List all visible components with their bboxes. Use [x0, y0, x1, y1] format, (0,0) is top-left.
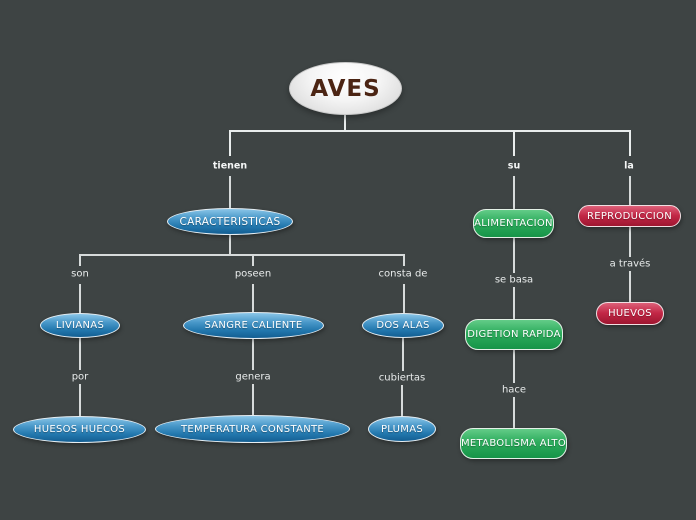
- connector-line: [403, 254, 405, 266]
- node-huesos-huecos[interactable]: HUESOS HUECOS: [13, 416, 146, 443]
- connector-line: [402, 338, 404, 371]
- node-label: SANGRE CALIENTE: [204, 320, 303, 331]
- connector-line: [629, 271, 631, 302]
- node-aves[interactable]: AVES: [289, 62, 402, 115]
- node-digetion-rapida[interactable]: DIGETION RAPIDA: [465, 319, 563, 350]
- node-label: DOS ALAS: [376, 320, 430, 331]
- node-alimentacion[interactable]: ALIMENTACION: [473, 209, 554, 238]
- node-sangre-caliente[interactable]: SANGRE CALIENTE: [183, 312, 324, 339]
- node-label: HUESOS HUECOS: [33, 424, 126, 435]
- connector-line: [79, 384, 81, 416]
- node-caracteristicas[interactable]: CARACTERISTICAS: [167, 208, 293, 235]
- connector-line: [513, 287, 515, 319]
- link-label-a-traves[interactable]: a través: [609, 258, 651, 270]
- node-temperatura-constante[interactable]: TEMPERATURA CONSTANTE: [155, 415, 350, 443]
- connector-line: [229, 130, 631, 132]
- node-label: AVES: [310, 75, 381, 102]
- connector-line: [344, 113, 346, 131]
- node-label: TEMPERATURA CONSTANTE: [180, 423, 325, 435]
- node-reproduccion[interactable]: REPRODUCCION: [578, 205, 681, 227]
- link-label-consta-de[interactable]: consta de: [378, 268, 428, 280]
- connector-line: [229, 176, 231, 208]
- connector-line: [79, 254, 405, 256]
- link-label-poseen[interactable]: poseen: [234, 268, 272, 280]
- node-label: CARACTERISTICAS: [179, 215, 281, 228]
- link-label-por[interactable]: por: [71, 371, 89, 383]
- connector-line: [252, 254, 254, 266]
- connector-line: [513, 176, 515, 209]
- node-label: ALIMENTACION: [474, 218, 553, 229]
- link-label-su[interactable]: su: [507, 160, 521, 172]
- connector-line: [629, 227, 631, 257]
- connector-line: [79, 254, 81, 266]
- link-label-cubiertas[interactable]: cubiertas: [378, 372, 426, 384]
- connector-line: [513, 397, 515, 428]
- link-label-tienen[interactable]: tienen: [212, 160, 248, 172]
- connector-line: [229, 235, 231, 254]
- connector-line: [252, 284, 254, 312]
- node-metabolisma-alto[interactable]: METABOLISMA ALTO: [460, 428, 567, 459]
- connector-line: [513, 130, 515, 156]
- connector-line: [403, 284, 405, 313]
- connector-line: [79, 284, 81, 313]
- connector-line: [252, 384, 254, 415]
- node-label: METABOLISMA ALTO: [461, 438, 567, 449]
- connector-line: [513, 238, 515, 273]
- link-label-son[interactable]: son: [71, 268, 89, 280]
- link-label-genera[interactable]: genera: [235, 371, 271, 383]
- connector-line: [252, 339, 254, 370]
- node-label: HUEVOS: [608, 308, 652, 319]
- connector-line: [401, 385, 403, 416]
- link-label-se-basa[interactable]: se basa: [494, 274, 534, 286]
- link-label-la[interactable]: la: [624, 160, 634, 172]
- node-label: REPRODUCCION: [586, 210, 672, 222]
- link-label-hace[interactable]: hace: [501, 384, 527, 396]
- node-label: LIVIANAS: [55, 320, 105, 331]
- connector-line: [79, 338, 81, 370]
- node-dos-alas[interactable]: DOS ALAS: [362, 313, 444, 338]
- node-plumas[interactable]: PLUMAS: [368, 416, 436, 442]
- node-livianas[interactable]: LIVIANAS: [40, 313, 120, 338]
- node-label: PLUMAS: [380, 423, 424, 435]
- connector-line: [629, 176, 631, 205]
- connector-line: [229, 130, 231, 156]
- node-label: DIGETION RAPIDA: [467, 329, 561, 340]
- node-huevos[interactable]: HUEVOS: [596, 302, 664, 325]
- connector-line: [513, 350, 515, 383]
- connector-line: [629, 130, 631, 156]
